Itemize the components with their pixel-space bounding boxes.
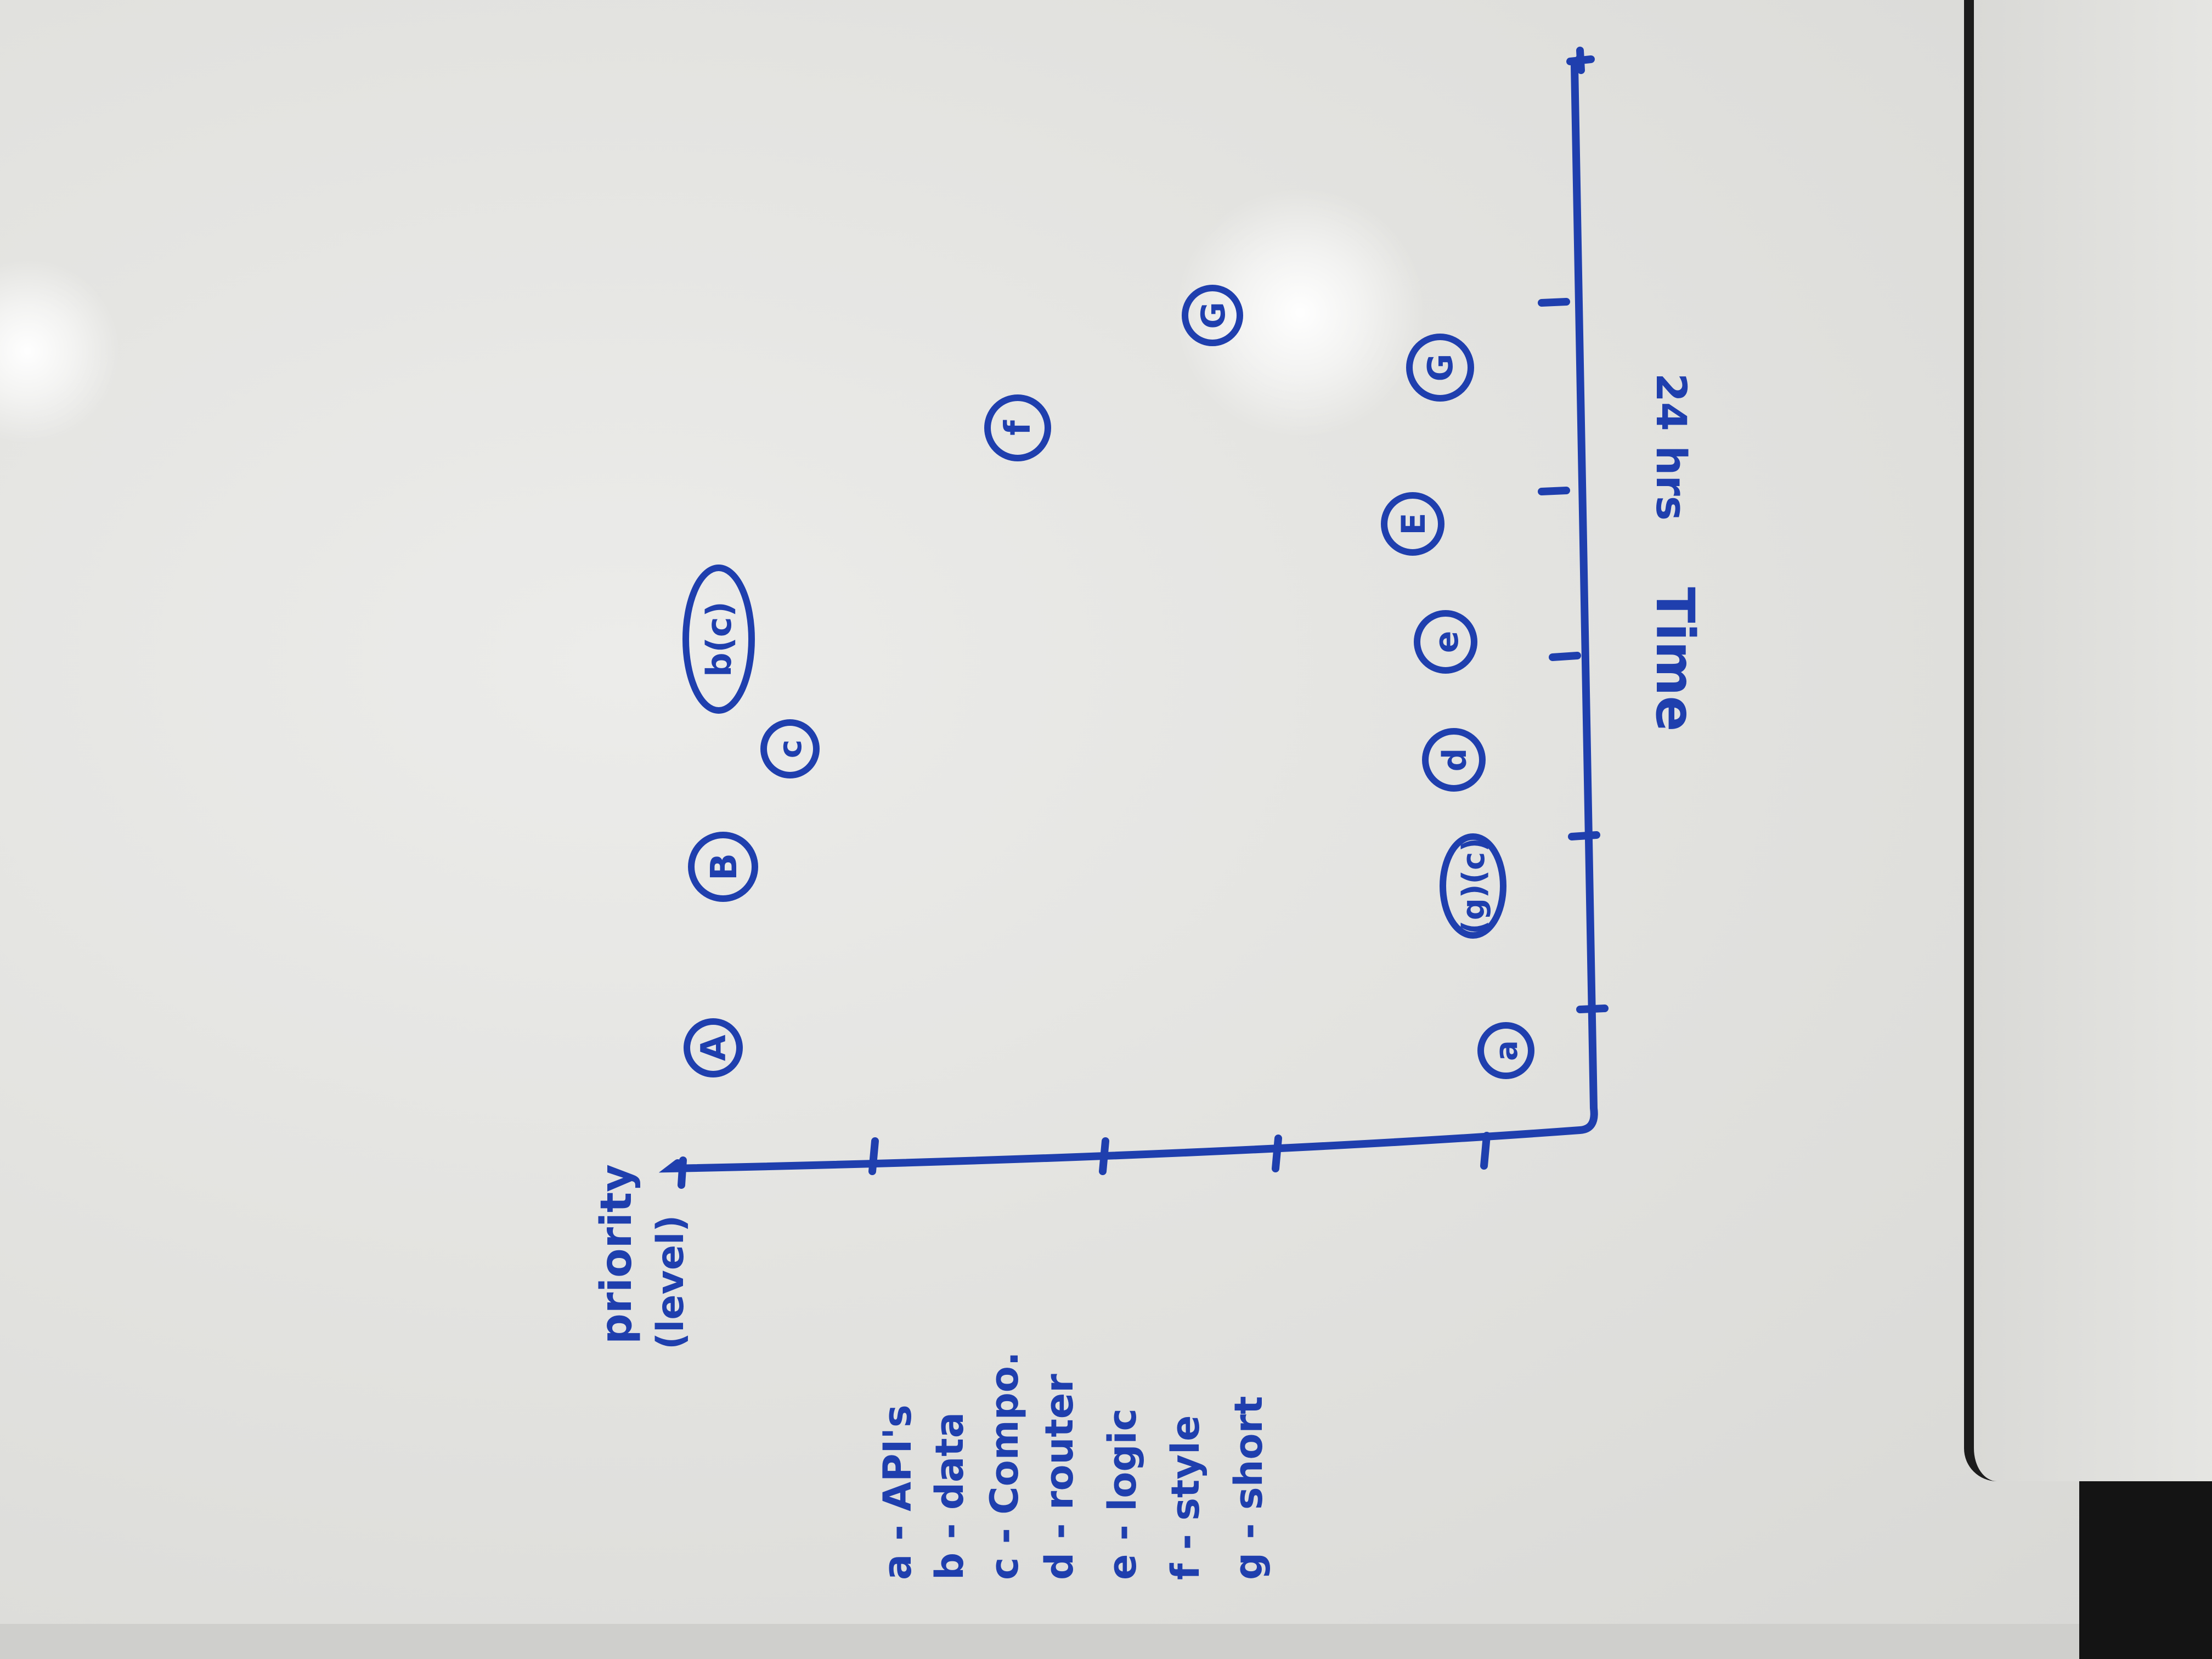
legend: a - API's b - data c - Compo. d - router… <box>875 1352 1271 1580</box>
svg-text:G: G <box>1420 354 1460 382</box>
legend-item: c - Compo. <box>982 1352 1027 1580</box>
svg-text:c: c <box>771 740 809 758</box>
legend-item: e - logic <box>1100 1408 1145 1580</box>
axis-tick <box>678 1156 687 1189</box>
axis-tick <box>1538 298 1570 307</box>
y-axis-sublabel: (level) <box>649 1215 692 1350</box>
svg-text:d: d <box>1436 748 1474 772</box>
svg-text:a: a <box>1489 1040 1525 1061</box>
point-marker: B <box>688 832 758 902</box>
point-marker: b(c) <box>682 565 755 714</box>
svg-text:A: A <box>693 1035 733 1061</box>
axis-tick <box>1480 1132 1491 1170</box>
light-glare <box>1174 187 1426 439</box>
svg-text:G: G <box>1194 302 1233 329</box>
adjacent-whiteboard-panel <box>1964 0 2212 1481</box>
point-marker: E <box>1381 492 1444 556</box>
point-marker: f <box>984 394 1051 461</box>
axis-tick <box>1568 831 1600 840</box>
legend-item: g - short <box>1226 1396 1271 1580</box>
axis-tick <box>1549 652 1581 661</box>
whiteboard-edge <box>0 1624 2079 1659</box>
x-axis-line <box>658 54 1598 1173</box>
point-marker: A <box>684 1018 743 1077</box>
x-axis-label: Time <box>1644 587 1706 732</box>
legend-item: a - API's <box>875 1404 920 1580</box>
legend-item: f - style <box>1163 1415 1208 1580</box>
chart-axes <box>658 47 1609 1189</box>
axis-tick <box>1099 1137 1109 1175</box>
point-marker: (g)(c) <box>1440 833 1506 939</box>
point-marker: e <box>1414 610 1477 674</box>
svg-text:e: e <box>1427 631 1466 653</box>
svg-text:E: E <box>1395 513 1433 535</box>
y-axis-label: priority <box>592 1164 641 1344</box>
plot-points: A B c b(c) f G a (g)(c) <box>682 285 1534 1079</box>
svg-text:b(c): b(c) <box>699 601 739 677</box>
axis-tick <box>1538 487 1570 495</box>
point-marker: a <box>1477 1022 1534 1079</box>
legend-item: b - data <box>927 1412 972 1580</box>
axis-tick <box>868 1137 879 1175</box>
point-marker: c <box>760 719 820 778</box>
point-marker: G <box>1182 285 1243 346</box>
axis-tick <box>1272 1135 1282 1172</box>
svg-text:f: f <box>998 420 1039 436</box>
point-marker: G <box>1406 334 1474 402</box>
point-marker: d <box>1422 728 1486 792</box>
whiteboard-surface <box>0 0 2079 1659</box>
svg-text:(g)(c): (g)(c) <box>1456 838 1492 934</box>
legend-item: d - router <box>1037 1374 1082 1580</box>
x-axis-arrow <box>1566 47 1595 74</box>
x-axis-unit: 24 hrs <box>1647 373 1696 521</box>
svg-text:B: B <box>703 853 745 881</box>
axis-tick <box>1576 1005 1609 1013</box>
